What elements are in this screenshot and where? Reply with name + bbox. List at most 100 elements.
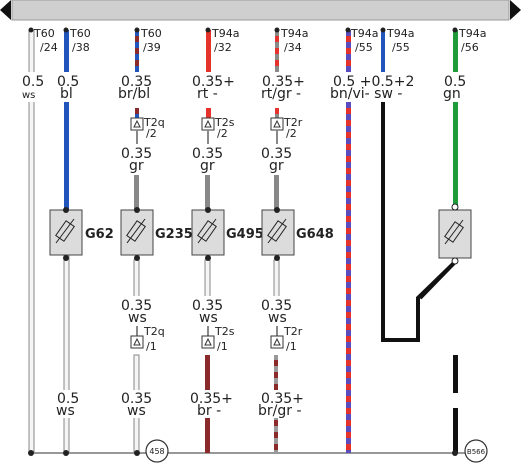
wire-color: ws — [199, 310, 218, 326]
thermistor-icon — [444, 219, 464, 245]
connector-sub: /34 — [284, 41, 302, 54]
connector-sub: /32 — [214, 41, 232, 54]
wire-size: 0.35 — [121, 146, 152, 162]
wire-color: rt/gr - — [261, 86, 301, 102]
sensor-box — [120, 209, 154, 256]
connector-pin: T94a — [386, 27, 414, 40]
plug-pin: /2 — [286, 127, 297, 140]
wire-color: gr — [269, 158, 284, 174]
wire-color: ws — [128, 310, 147, 326]
sensor-box — [438, 209, 472, 259]
connector-pin: T94a — [458, 27, 486, 40]
top-bus-bar — [0, 0, 521, 21]
wire-size: 0.5 — [444, 74, 466, 90]
top-connector-labels: T60 /24 T60 /38 T60 /39 T94a /32 T94a /3… — [33, 27, 486, 54]
plug-icon — [130, 117, 144, 131]
wire-color: ws — [22, 90, 35, 101]
thermistor-icon — [55, 218, 75, 244]
ground-ref-458 — [145, 439, 169, 463]
connector-pin: T60 — [140, 27, 162, 40]
wire-color: ws — [56, 403, 75, 419]
wire-color: bl — [60, 86, 73, 102]
plug-pin: /2 — [146, 127, 157, 140]
wire-color: gr — [129, 158, 144, 174]
connector-sub: /56 — [461, 41, 479, 54]
wire-size: 0.5 — [22, 74, 44, 90]
ground-ref-label: B566 — [467, 448, 486, 456]
thermistor-icon — [267, 218, 287, 244]
connector-sub: /24 — [40, 41, 58, 54]
wire-color: bn/vi- sw - — [330, 86, 402, 102]
plug-icon — [201, 117, 215, 131]
wire-color: gn — [443, 86, 461, 102]
sensor-box — [261, 209, 295, 256]
thermistor-icon — [197, 218, 217, 244]
component-label: G62 — [85, 227, 114, 242]
plug-icon — [130, 335, 144, 349]
plug-name: T2r — [283, 116, 303, 129]
connector-pin: T60 — [33, 27, 55, 40]
plug-icon — [270, 335, 284, 349]
plug-name: T2q — [143, 325, 165, 338]
wire-size: 0.35+ — [261, 391, 304, 407]
component-label: G648 — [296, 227, 334, 242]
connector-pin: T94a — [280, 27, 308, 40]
wire-color: br/gr - — [258, 403, 302, 419]
connector-sub: /39 — [143, 41, 161, 54]
wire-size: 0.35+ — [190, 391, 233, 407]
connector-pin: T60 — [69, 27, 91, 40]
wire-size: 0.35 — [121, 74, 152, 90]
bottom-junctions — [28, 450, 458, 456]
plug-pin: /2 — [217, 127, 228, 140]
connector-sub: /55 — [355, 41, 373, 54]
components: G62 G235 G495 G648 — [49, 203, 472, 265]
wire-color: ws — [127, 403, 146, 419]
plug-pin: /1 — [217, 340, 228, 353]
plug-name: T2s — [214, 325, 235, 338]
lower-wire-labels: 0.35 ws 0.35 ws 0.35 ws — [118, 296, 294, 326]
component-label: G235 — [155, 227, 193, 242]
plug-icon — [201, 335, 215, 349]
connector-pin: T94a — [350, 27, 378, 40]
component-label: G495 — [226, 227, 264, 242]
plug-icon — [270, 117, 284, 131]
wire-size: 0.5 — [57, 391, 79, 407]
plug-name: T2r — [283, 325, 303, 338]
plug-name: T2s — [214, 116, 235, 129]
ground-ref-label: 458 — [149, 447, 164, 456]
plug-pin: /1 — [286, 340, 297, 353]
plug-name: T2q — [143, 116, 165, 129]
wire-size: 0.5 +0.5+2 — [333, 74, 414, 90]
thermistor-icon — [126, 218, 146, 244]
bottom-wire-labels: 0.5 ws 0.35 ws 0.35+ br - 0.35+ br/gr - — [52, 390, 306, 419]
connector-sub: /55 — [392, 41, 410, 54]
scroll-right-arrow-icon — [510, 0, 521, 20]
connector-pin: T94a — [211, 27, 239, 40]
wire-color: br - — [197, 403, 221, 419]
upper-wire-labels: 0.5 ws 0.5 bl 0.35 br/bl 0.35+ rt - 0.35… — [18, 72, 470, 102]
scroll-left-arrow-icon — [0, 0, 11, 20]
wire-size: 0.35+ — [192, 74, 235, 90]
wire-size: 0.35+ — [262, 74, 305, 90]
wire-size: 0.35 — [121, 298, 152, 314]
wire-color: rt - — [197, 86, 218, 102]
upper-plugs: T2q /2 T2s /2 T2r /2 — [130, 116, 303, 144]
lower-plugs: T2q /1 T2s /1 T2r /1 — [130, 325, 303, 353]
wire-size: 0.35 — [192, 146, 223, 162]
mid-wire-labels: 0.35 gr 0.35 gr 0.35 gr — [118, 144, 294, 174]
sensor-box — [191, 209, 225, 256]
wire-bnvi-6 — [346, 30, 351, 453]
sensor-box — [49, 209, 83, 256]
connector-sub: /38 — [72, 41, 90, 54]
wire-size: 0.35 — [261, 298, 292, 314]
wire-gn-8 — [418, 30, 458, 453]
wire-size: 0.5 — [57, 74, 79, 90]
wire-color: ws — [268, 310, 287, 326]
wire-color: br/bl — [118, 86, 150, 102]
wire-size: 0.35 — [192, 298, 223, 314]
ground-refs: 458 B566 — [145, 439, 488, 463]
wire-color: gr — [200, 158, 215, 174]
wire-size: 0.35 — [121, 391, 152, 407]
